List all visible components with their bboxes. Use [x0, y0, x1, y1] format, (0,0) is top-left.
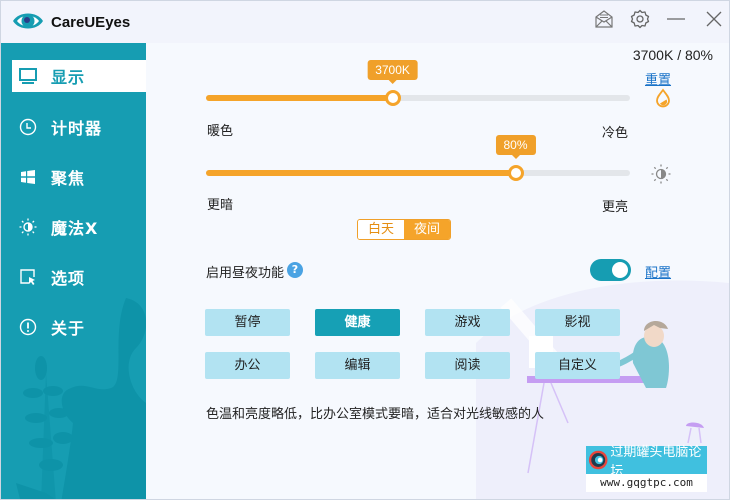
- mode-pause-button[interactable]: 暂停: [205, 309, 290, 336]
- mail-icon[interactable]: [593, 8, 615, 30]
- cool-label: 冷色: [602, 126, 629, 141]
- gear-icon[interactable]: [629, 8, 651, 30]
- clock-icon: [19, 118, 37, 136]
- sun-magic-icon: [19, 218, 37, 236]
- temperature-brightness-status: 3700K / 80%: [632, 47, 713, 63]
- toggle-knob: [612, 262, 628, 278]
- slider-thumb[interactable]: [384, 90, 401, 106]
- info-icon: [19, 318, 37, 336]
- slider-thumb[interactable]: [507, 165, 524, 181]
- color-temperature-drop-icon: [656, 88, 670, 108]
- sidebar-item-magic-x[interactable]: 魔法X: [12, 211, 146, 243]
- slider-track: [206, 95, 630, 101]
- config-link[interactable]: 配置: [645, 266, 672, 281]
- mode-movie-button[interactable]: 影视: [535, 309, 620, 336]
- help-icon[interactable]: ?: [287, 262, 303, 278]
- mode-health-button[interactable]: 健康: [315, 309, 400, 336]
- day-tab[interactable]: 白天: [358, 220, 404, 239]
- sidebar-item-focus[interactable]: 聚焦: [12, 161, 146, 193]
- sidebar-item-label: 选项: [51, 269, 86, 288]
- plant-decoration-icon: [16, 298, 146, 499]
- slider-fill: [206, 170, 516, 176]
- mode-game-button[interactable]: 游戏: [425, 309, 510, 336]
- sidebar-item-label: 聚焦: [51, 169, 86, 188]
- cursor-select-icon: [20, 269, 35, 285]
- mode-reading-button[interactable]: 阅读: [425, 352, 510, 379]
- monitor-icon: [19, 68, 37, 84]
- sidebar-item-label: 魔法X: [51, 219, 99, 238]
- sidebar-item-options[interactable]: 选项: [12, 261, 146, 293]
- mode-description: 色温和亮度略低，比办公室模式要暗，适合对光线敏感的人: [206, 407, 545, 422]
- title-bar: CareUEyes: [1, 1, 729, 43]
- forum-logo-icon: [588, 450, 608, 470]
- day-night-toggle[interactable]: [590, 259, 631, 281]
- minimize-icon[interactable]: [665, 8, 687, 30]
- slider-value-tooltip: 80%: [495, 135, 536, 159]
- brighter-label: 更亮: [602, 200, 629, 215]
- darker-label: 更暗: [207, 198, 234, 213]
- forum-watermark: 过期罐头电脑论坛 www.gqgtpc.com: [586, 445, 707, 492]
- reset-link[interactable]: 重置: [645, 73, 672, 88]
- sidebar-item-timer[interactable]: 计时器: [12, 111, 146, 143]
- watermark-title-bar: 过期罐头电脑论坛: [586, 445, 707, 479]
- warm-label: 暖色: [207, 124, 234, 139]
- slider-fill: [206, 95, 393, 101]
- app-title: CareUEyes: [51, 14, 131, 31]
- watermark-url: www.gqgtpc.com: [586, 474, 707, 492]
- brightness-sun-icon: [651, 164, 671, 184]
- sidebar: 显示 计时器 聚焦 魔法X: [1, 43, 146, 499]
- mode-edit-button[interactable]: 编辑: [315, 352, 400, 379]
- eye-logo-icon: [13, 13, 43, 29]
- close-icon[interactable]: [703, 8, 725, 30]
- mode-custom-button[interactable]: 自定义: [535, 352, 620, 379]
- sidebar-item-label: 计时器: [51, 119, 103, 138]
- windows-icon: [21, 170, 35, 184]
- sidebar-item-label: 关于: [51, 319, 86, 338]
- brightness-slider[interactable]: 80%: [206, 135, 630, 183]
- day-night-switch: 白天 夜间: [357, 219, 451, 240]
- sidebar-item-display[interactable]: 显示: [12, 60, 146, 92]
- slider-value-tooltip: 3700K: [367, 60, 418, 84]
- enable-day-night-label: 启用昼夜功能: [206, 266, 285, 281]
- mode-office-button[interactable]: 办公: [205, 352, 290, 379]
- color-temperature-slider[interactable]: 3700K: [206, 60, 630, 108]
- sidebar-item-about[interactable]: 关于: [12, 311, 146, 343]
- sidebar-item-label: 显示: [51, 68, 86, 87]
- display-panel: 3700K / 80% 重置 3700K 暖色 冷色 80% 更暗 更亮: [146, 43, 729, 499]
- night-tab[interactable]: 夜间: [404, 220, 450, 239]
